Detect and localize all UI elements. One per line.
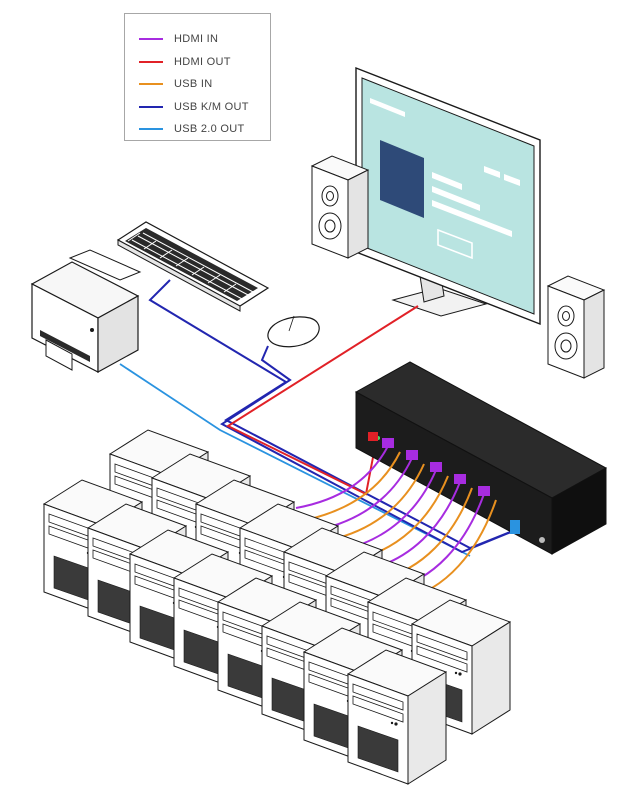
- legend-item-usb-km-out: USB K/M OUT: [139, 99, 249, 115]
- legend-item-hdmi-in: HDMI IN: [139, 31, 218, 47]
- cable-hdmi-out: [225, 305, 419, 496]
- cable-bundle: [295, 445, 497, 601]
- tower-pc-icon: [347, 649, 447, 785]
- legend-swatch: [139, 38, 163, 40]
- legend-swatch: [139, 83, 163, 85]
- speaker-icon: [547, 275, 605, 379]
- kvm-switch-icon: [354, 361, 608, 555]
- legend-label: USB K/M OUT: [174, 101, 249, 113]
- legend-item-usb20-out: USB 2.0 OUT: [139, 121, 245, 137]
- monitor-icon: [355, 66, 541, 326]
- port-connectors: [368, 432, 520, 534]
- legend-label: HDMI IN: [174, 33, 219, 45]
- legend-swatch: [139, 128, 163, 130]
- legend-item-hdmi-out: HDMI OUT: [139, 54, 231, 70]
- printer-icon: [30, 249, 142, 374]
- legend-label: USB IN: [174, 78, 213, 90]
- legend-item-usb-in: USB IN: [139, 76, 212, 92]
- speaker-icon: [311, 155, 369, 259]
- legend: HDMI IN HDMI OUT USB IN USB K/M OUT USB …: [124, 13, 271, 141]
- legend-swatch: [139, 106, 163, 108]
- cable-usb-km-out: [220, 345, 517, 554]
- legend-label: USB 2.0 OUT: [174, 123, 245, 135]
- mouse-icon: [267, 315, 320, 348]
- legend-label: HDMI OUT: [174, 56, 231, 68]
- legend-swatch: [139, 61, 163, 63]
- keyboard-icon: [116, 221, 270, 312]
